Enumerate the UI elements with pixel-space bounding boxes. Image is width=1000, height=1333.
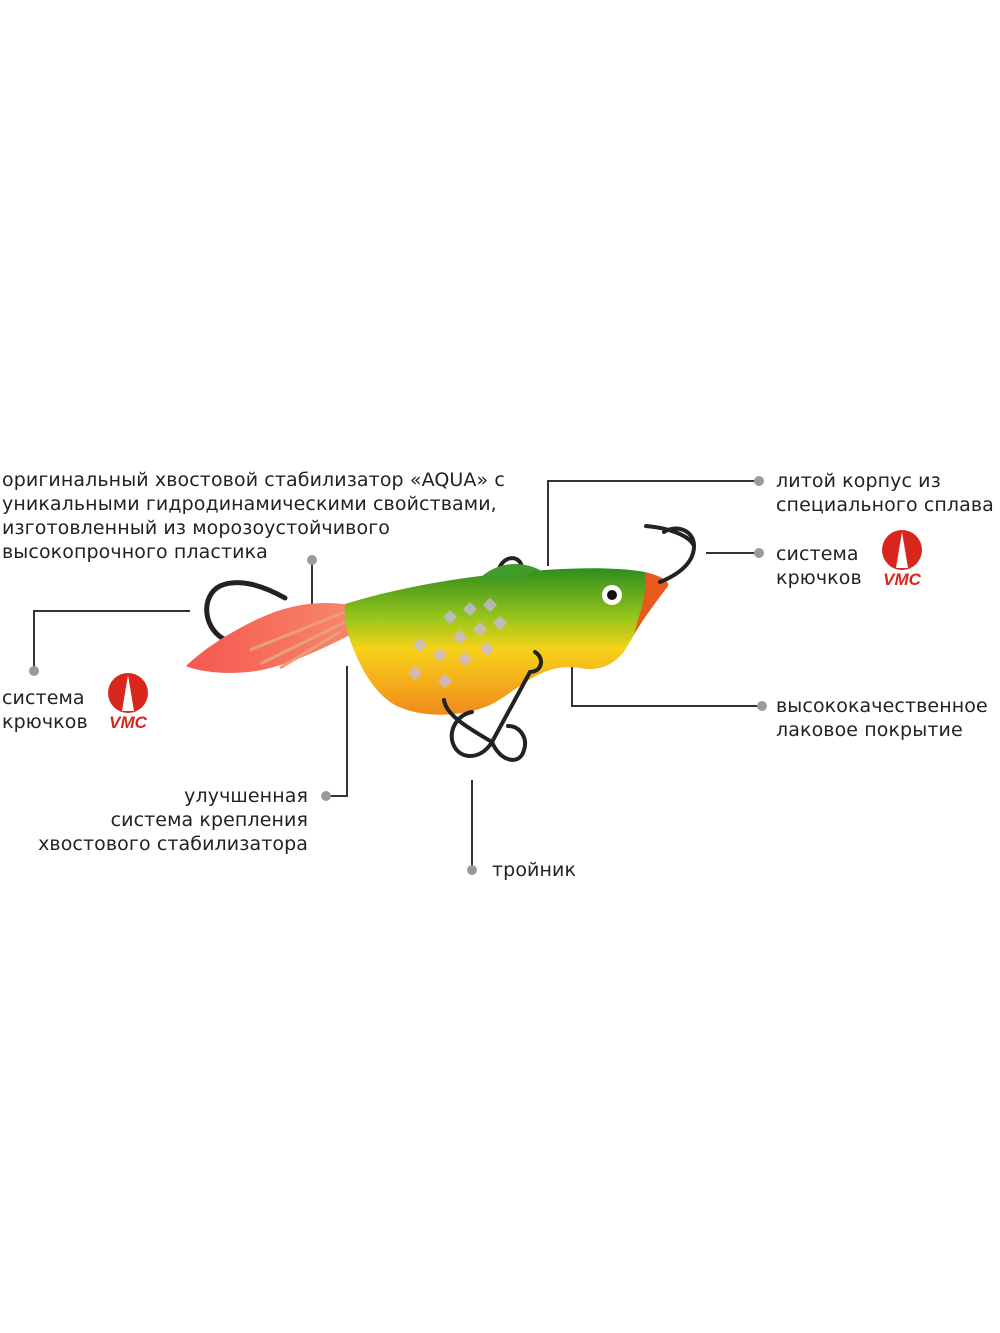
callout-line: изготовленный из морозоустойчивого — [2, 517, 391, 539]
leader-dots — [29, 476, 767, 875]
tail-ribs — [249, 610, 346, 670]
dot-tail-stabilizer — [307, 555, 317, 565]
callout-line: оригинальный хвостовой стабилизатор «AQU… — [2, 469, 505, 491]
dot-lacquer — [757, 701, 767, 711]
dot-tail-mount — [321, 791, 331, 801]
dot-cast-body — [754, 476, 764, 486]
callout-line: лаковое покрытие — [776, 719, 963, 741]
leader-cast-body — [547, 480, 755, 566]
callout-line: система крепления — [110, 809, 308, 831]
treble-hook-icon — [442, 650, 543, 762]
vmc-text: VMC — [883, 570, 922, 589]
leader-lines — [33, 480, 760, 870]
eye-pupil — [607, 590, 617, 600]
callout-line: улучшенная — [184, 785, 308, 807]
dot-hook-right — [754, 548, 764, 558]
callout-line: уникальными гидродинамическими свойствам… — [2, 493, 497, 515]
vmc-needle — [122, 675, 134, 711]
vmc-logo-right: VMC — [882, 530, 922, 589]
vmc-needle — [896, 532, 908, 568]
callout-hook-system-right: система крючков — [776, 542, 862, 590]
callout-line: высококачественное — [776, 695, 988, 717]
callout-hook-system-left: система крючков — [2, 686, 88, 734]
vmc-logo-left: VMC — [108, 673, 148, 732]
callout-tail-mount: улучшенная система крепления хвостового … — [38, 784, 308, 856]
lure-body — [344, 568, 668, 715]
leader-hook-left — [33, 610, 190, 671]
callout-line: система — [2, 687, 85, 709]
callout-line: специального сплава — [776, 494, 994, 516]
dorsal-fin — [478, 564, 540, 580]
front-hook-icon — [644, 524, 697, 584]
callout-line: крючков — [2, 711, 88, 733]
dot-hook-left — [29, 666, 39, 676]
callout-lacquer-coating: высококачественное лаковое покрытие — [776, 694, 988, 742]
callout-treble-hook: тройник — [492, 858, 576, 882]
callout-line: тройник — [492, 859, 577, 881]
callout-line: крючков — [776, 567, 862, 589]
callout-line: высокопрочного пластика — [2, 541, 268, 563]
leader-tail-mount — [328, 666, 348, 797]
lure-nose — [634, 572, 669, 634]
balance-jig-lure — [186, 524, 697, 762]
leader-lacquer — [571, 660, 760, 707]
callout-line: хвостового стабилизатора — [38, 833, 308, 855]
callout-line: система — [776, 543, 859, 565]
scale-pattern — [407, 597, 508, 689]
vmc-text: VMC — [109, 713, 148, 732]
callout-tail-stabilizer: оригинальный хвостовой стабилизатор «AQU… — [2, 468, 505, 564]
tail-stabilizer — [186, 602, 350, 673]
callout-line: литой корпус из — [776, 470, 941, 492]
callout-cast-body: литой корпус из специального сплава — [776, 469, 994, 517]
dot-treble — [467, 865, 477, 875]
